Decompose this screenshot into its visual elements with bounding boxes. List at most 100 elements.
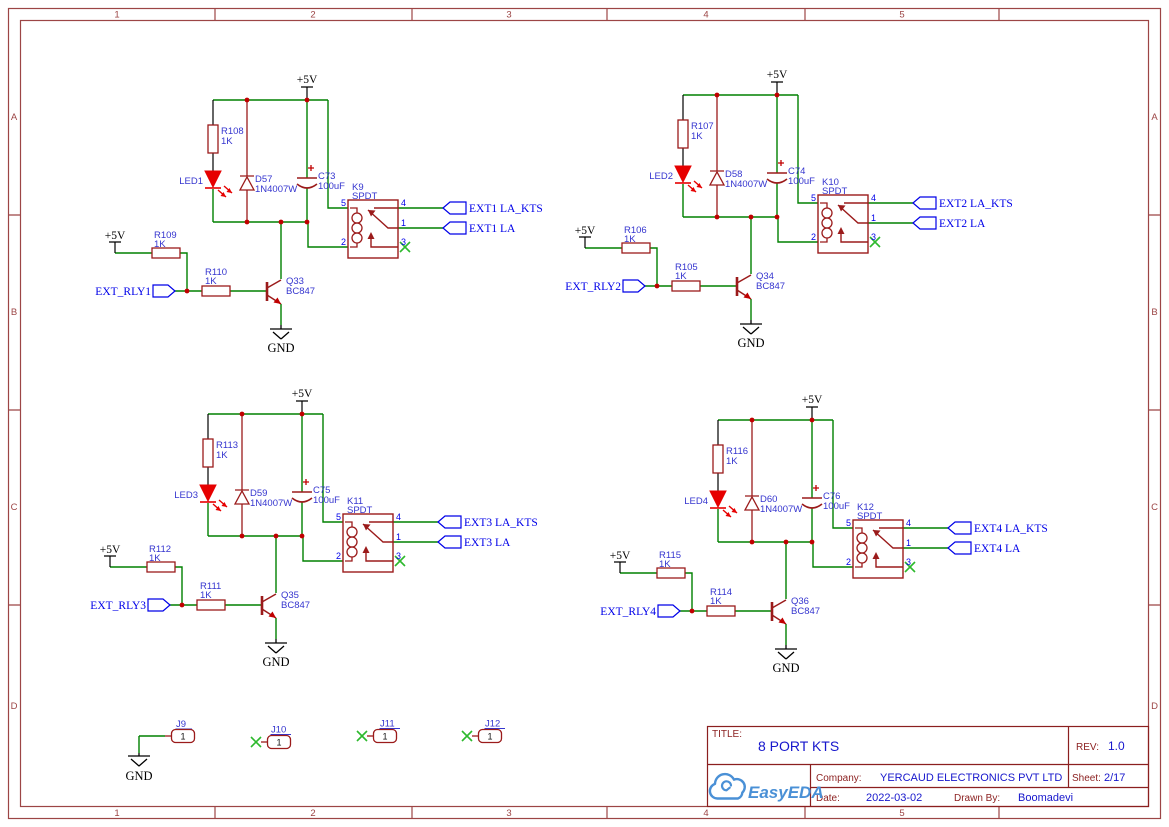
diode-ref[interactable]: D58 [725, 169, 742, 180]
date-label: Date: [816, 793, 840, 804]
connector-ref[interactable]: J12 [485, 719, 500, 730]
netflag-out-kts-label[interactable]: EXT3 LA_KTS [464, 517, 538, 529]
relay-circuit-block-1[interactable] [107, 85, 468, 341]
base-resistor-value[interactable]: 1K [675, 271, 687, 282]
connector-j10[interactable]: J10 1 [250, 725, 292, 750]
relay-value[interactable]: SPDT [352, 191, 378, 202]
rev-label: REV: [1076, 742, 1099, 753]
pullup-resistor-value[interactable]: 1K [659, 559, 671, 570]
cap-value[interactable]: 100uF [823, 501, 850, 512]
relay-circuit-block-3[interactable] [102, 399, 463, 655]
relay-value[interactable]: SPDT [822, 186, 848, 197]
base-resistor-ref[interactable]: R110 [205, 267, 227, 278]
transistor-value[interactable]: BC847 [791, 606, 820, 617]
netflag-out-la-label[interactable]: EXT3 LA [464, 537, 511, 549]
diode-ref[interactable]: D57 [255, 174, 272, 185]
connector-ref[interactable]: J9 [176, 719, 186, 730]
pullup-resistor-ref[interactable]: R115 [659, 550, 681, 561]
led-resistor-value[interactable]: 1K [726, 456, 738, 467]
wire-net[interactable] [138, 735, 165, 753]
relay-value[interactable]: SPDT [347, 505, 373, 516]
transistor-value[interactable]: BC847 [281, 600, 310, 611]
cap-ref[interactable]: C76 [823, 491, 840, 502]
cap-value[interactable]: 100uF [318, 181, 345, 192]
led-resistor-value[interactable]: 1K [221, 136, 233, 147]
row-label: A [11, 112, 18, 123]
base-resistor-ref[interactable]: R105 [675, 262, 698, 273]
diode-value[interactable]: 1N4007W [725, 179, 767, 190]
connector-ref[interactable]: J10 [271, 725, 286, 736]
diode-ref[interactable]: D60 [760, 494, 777, 505]
netflag-input-label[interactable]: EXT_RLY3 [90, 600, 146, 612]
relay-pin1: 1 [871, 213, 876, 223]
netflag-out-la-label[interactable]: EXT4 LA [974, 543, 1021, 555]
led-resistor-ref[interactable]: R113 [216, 440, 238, 451]
netflag-input-label[interactable]: EXT_RLY2 [565, 281, 621, 293]
led-ref[interactable]: LED1 [179, 176, 203, 187]
cloud-icon [708, 772, 746, 800]
led-ref[interactable]: LED3 [174, 490, 198, 501]
netflag-input-label[interactable]: EXT_RLY4 [600, 606, 656, 618]
netflag-input-label[interactable]: EXT_RLY1 [95, 286, 151, 298]
relay-value[interactable]: SPDT [857, 511, 883, 522]
base-resistor-value[interactable]: 1K [205, 276, 217, 287]
relay-pin1: 1 [396, 532, 401, 542]
diode-value[interactable]: 1N4007W [760, 504, 802, 515]
col-label: 1 [114, 808, 119, 819]
relay-circuit-block-2[interactable] [577, 80, 938, 336]
netflag-out-kts-label[interactable]: EXT1 LA_KTS [469, 203, 543, 215]
netflag-out-kts-label[interactable]: EXT4 LA_KTS [974, 523, 1048, 535]
cap-ref[interactable]: C74 [788, 166, 805, 177]
base-resistor-value[interactable]: 1K [200, 590, 212, 601]
led-resistor-ref[interactable]: R107 [691, 121, 714, 132]
sheet-title: 8 PORT KTS [758, 738, 839, 754]
cap-value[interactable]: 100uF [788, 176, 815, 187]
transistor-value[interactable]: BC847 [756, 281, 785, 292]
led-ref[interactable]: LED2 [649, 171, 673, 182]
led-resistor-value[interactable]: 1K [216, 450, 228, 461]
netflag-out-kts-label[interactable]: EXT2 LA_KTS [939, 198, 1013, 210]
relay-block-labels: +5V R107 1K LED2 D58 1N4007W C74 100uF K… [565, 69, 1013, 350]
cap-ref[interactable]: C75 [313, 485, 330, 496]
transistor-ref[interactable]: Q33 [286, 276, 304, 287]
relay-ref[interactable]: K12 [857, 502, 874, 513]
connector-pin-number: 1 [276, 738, 281, 748]
relay-circuit-block-4[interactable] [612, 405, 973, 661]
pullup-resistor-ref[interactable]: R106 [624, 225, 647, 236]
gnd-symbol[interactable]: GND [125, 753, 153, 783]
led-ref[interactable]: LED4 [684, 496, 708, 507]
pullup-resistor-ref[interactable]: R109 [154, 230, 177, 241]
pullup-resistor-ref[interactable]: R112 [149, 544, 171, 555]
connector-j11[interactable]: J11 1 [356, 719, 400, 744]
connector-j12[interactable]: J12 1 [461, 719, 505, 744]
pullup-resistor-value[interactable]: 1K [149, 553, 161, 564]
relay-ref[interactable]: K10 [822, 177, 839, 188]
led-resistor-ref[interactable]: R108 [221, 126, 244, 137]
netflag-out-la-label[interactable]: EXT2 LA [939, 218, 986, 230]
cap-ref[interactable]: C73 [318, 171, 335, 182]
cap-value[interactable]: 100uF [313, 495, 340, 506]
connector-j9[interactable]: J9 1 GND [125, 719, 196, 783]
pullup-resistor-value[interactable]: 1K [624, 234, 636, 245]
transistor-ref[interactable]: Q34 [756, 271, 774, 282]
relay-ref[interactable]: K9 [352, 182, 364, 193]
relay-ref[interactable]: K11 [347, 496, 363, 507]
transistor-value[interactable]: BC847 [286, 286, 315, 297]
base-resistor-ref[interactable]: R111 [200, 581, 221, 592]
pullup-resistor-value[interactable]: 1K [154, 239, 166, 250]
diode-ref[interactable]: D59 [250, 488, 267, 499]
base-resistor-ref[interactable]: R114 [710, 587, 732, 598]
led-resistor-ref[interactable]: R116 [726, 446, 748, 457]
netflag-out-la-label[interactable]: EXT1 LA [469, 223, 516, 235]
base-resistor-value[interactable]: 1K [710, 596, 722, 607]
diode-value[interactable]: 1N4007W [250, 498, 292, 509]
col-label: 4 [703, 10, 708, 21]
led-resistor-value[interactable]: 1K [691, 131, 703, 142]
diode-value[interactable]: 1N4007W [255, 184, 297, 195]
relay-pin5: 5 [811, 193, 816, 203]
transistor-ref[interactable]: Q36 [791, 596, 809, 607]
transistor-ref[interactable]: Q35 [281, 590, 299, 601]
connector-ref[interactable]: J11 [380, 719, 395, 730]
